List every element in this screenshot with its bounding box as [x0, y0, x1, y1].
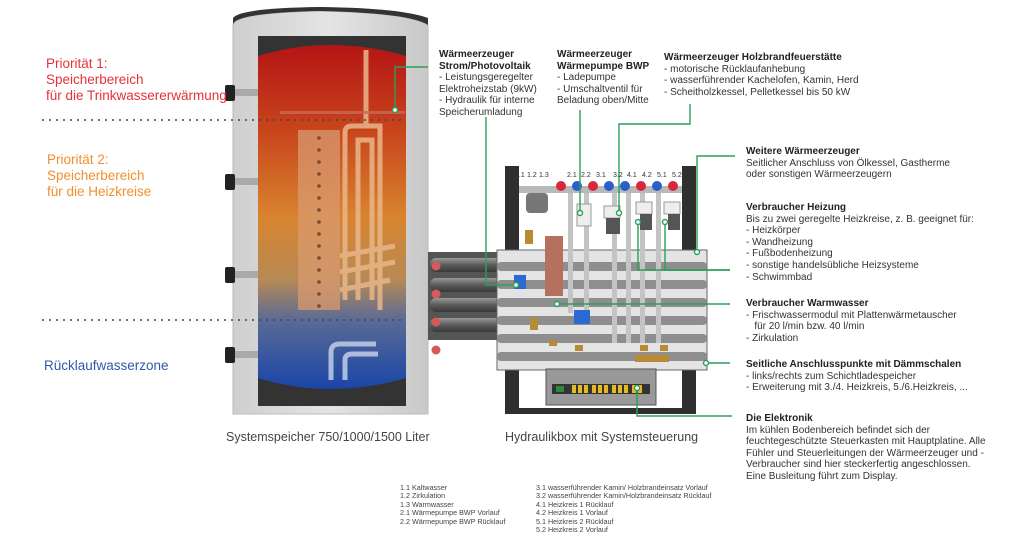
hydraulic-box-caption: Hydraulikbox mit Systemsteuerung — [505, 430, 699, 444]
callout-hot-water-title: Verbraucher Warmwasser — [746, 298, 869, 309]
callout-line: - wasserführender Kachelofen, Kamin, Her… — [664, 75, 859, 87]
callout-line: feuchtegeschützte Steuerkasten mit Haupt… — [746, 436, 986, 448]
legend-item: 1.3 Warmwasser — [400, 499, 454, 509]
connection-label: 4.2 — [642, 172, 652, 179]
callout-heating: Verbraucher Heizung Bis zu zwei geregelt… — [746, 202, 974, 283]
callout-line: Beladung oben/Mitte — [557, 95, 649, 107]
heat-exchanger-plate — [298, 130, 340, 310]
connection-label: 2.1 — [567, 172, 577, 179]
legend-item: 2.1 Wärmepumpe BWP Vorlauf — [400, 508, 500, 518]
connection-label: 1.3 — [539, 172, 549, 179]
callout-line: - Ladepumpe — [557, 72, 616, 84]
callout-heatpump-title1: Wärmeerzeuger — [557, 49, 633, 60]
legend-item: 1.1 Kaltwasser — [400, 483, 448, 492]
callout-other-generators: Weitere Wärmeerzeuger Seitlicher Anschlu… — [746, 146, 950, 181]
legend-item: 5.1 Heizkreis 2 Rücklauf — [536, 516, 614, 526]
callout-line: für 20 l/min bzw. 40 l/min — [746, 321, 865, 333]
callout-line: - Schwimmbad — [746, 271, 813, 283]
connection-label: 1.1 — [515, 172, 525, 179]
zone-priority-1-title: Priorität 1: — [46, 56, 108, 71]
callout-wood-title: Wärmeerzeuger Holzbrandfeuerstätte — [664, 52, 842, 63]
tank-side-connectors — [225, 85, 258, 363]
callout-line: - Hydraulik für interne — [439, 95, 535, 107]
callout-line: - links/rechts zum Schichtladespeicher — [746, 370, 917, 382]
callout-line: - Scheitholzkessel, Pelletkessel bis 50 … — [664, 86, 851, 98]
callout-side-connections: Seitliche Anschlusspunkte mit Dämmschale… — [746, 359, 968, 394]
zone-priority-2: Priorität 2: Speicherbereich für die Hei… — [47, 152, 151, 200]
connection-label: 4.1 — [627, 172, 637, 179]
callout-line: Elektroheizstab (9kW) — [439, 83, 537, 95]
callout-pv-title1: Wärmeerzeuger — [439, 49, 515, 60]
callout-side-connections-title: Seitliche Anschlusspunkte mit Dämmschale… — [746, 359, 962, 370]
connection-label: 3.1 — [596, 172, 606, 179]
callout-line: - Fußbodenheizung — [746, 248, 833, 260]
callout-lines — [394, 66, 735, 417]
callout-line: Verbraucher sind hier steckerfertig ange… — [746, 459, 971, 471]
legend-item: 1.2 Zirkulation — [400, 491, 446, 501]
callout-pv-title2: Strom/Photovoltaik — [439, 60, 531, 72]
legend-item: 3.1 wasserführender Kamin/ Holzbrandeins… — [536, 483, 708, 492]
callout-pv: Wärmeerzeuger Strom/Photovoltaik - Leist… — [439, 49, 537, 119]
zone-return-water: Rücklaufwasserzone — [44, 358, 169, 373]
storage-tank — [225, 7, 429, 415]
zone-priority-1-line3: für die Trinkwassererwärmung — [46, 88, 227, 103]
zone-priority-2-line2: Speicherbereich — [47, 168, 145, 183]
callout-line: - Zirkulation — [746, 332, 799, 344]
legend-item: 4.1 Heizkreis 1 Rücklauf — [536, 499, 614, 509]
connection-label: 2.2 — [581, 172, 591, 179]
legend-item: 5.2 Heizkreis 2 Vorlauf — [536, 525, 608, 535]
hydraulic-box — [496, 166, 708, 414]
callout-hot-water: Verbraucher Warmwasser - Frischwassermod… — [746, 298, 957, 344]
callout-wood: Wärmeerzeuger Holzbrandfeuerstätte - mot… — [664, 52, 859, 98]
zone-priority-2-title: Priorität 2: — [47, 152, 109, 167]
legend-item: 2.2 Wärmepumpe BWP Rücklauf — [400, 516, 506, 526]
legend-item: 4.2 Heizkreis 1 Vorlauf — [536, 508, 608, 518]
zone-priority-1-line2: Speicherbereich — [46, 72, 144, 87]
callout-heatpump: Wärmeerzeuger Wärmepumpe BWP - Ladepumpe… — [557, 49, 649, 107]
callout-electronics-title: Die Elektronik — [746, 413, 813, 424]
callout-line: - Wandheizung — [746, 236, 813, 248]
callout-line: Speicherumladung — [439, 106, 523, 118]
insulated-pipe-bundle — [428, 252, 508, 355]
callout-line: Fühler und Steuerleitungen der Wärmeerze… — [746, 447, 984, 459]
connection-label: 5.2 — [672, 172, 682, 179]
callout-line: - Frischwassermodul mit Plattenwärmetaus… — [746, 309, 957, 321]
callout-line: - sonstige handelsübliche Heizsysteme — [746, 259, 919, 271]
callout-line: - Leistungsgeregelter — [439, 72, 533, 84]
connection-label: 3.2 — [613, 172, 623, 179]
return-pipes — [328, 341, 378, 380]
zone-priority-1: Priorität 1: Speicherbereich für die Tri… — [46, 56, 227, 104]
callout-line: oder sonstigen Wärmeerzeugern — [746, 169, 892, 181]
callout-heatpump-title2: Wärmepumpe BWP — [557, 60, 650, 72]
callout-line: - Erweiterung mit 3./4. Heizkreis, 5./6.… — [746, 382, 968, 394]
callout-heating-title: Verbraucher Heizung — [746, 202, 847, 213]
callout-line: - Heizkörper — [746, 225, 801, 237]
callout-electronics: Die Elektronik Im kühlen Bodenbereich be… — [746, 413, 986, 483]
callout-other-generators-title: Weitere Wärmeerzeuger — [746, 146, 860, 157]
callout-line: Bis zu zwei geregelte Heizkreise, z. B. … — [746, 213, 974, 225]
legend-item: 3.2 wasserführender Kamin/Holzbrandeinsa… — [536, 491, 712, 501]
connection-label: 5.1 — [657, 172, 667, 179]
storage-caption: Systemspeicher 750/1000/1500 Liter — [226, 430, 430, 444]
callout-line: Seitlicher Anschluss von Ölkessel, Gasth… — [746, 157, 950, 169]
callout-line: - motorische Rücklaufanhebung — [664, 63, 806, 75]
legend-right: 3.1 wasserführender Kamin/ Holzbrandeins… — [536, 483, 712, 535]
callout-line: Eine Busleitung führt zum Display. — [746, 470, 898, 482]
callout-line: - Umschaltventil für — [557, 83, 643, 95]
coil-pipes — [339, 50, 396, 310]
callout-line: Im kühlen Bodenbereich befindet sich der — [746, 424, 931, 436]
zone-priority-2-line3: für die Heizkreise — [47, 184, 152, 199]
connection-label: 1.2 — [527, 172, 537, 179]
legend-left: 1.1 Kaltwasser 1.2 Zirkulation 1.3 Warmw… — [400, 483, 506, 526]
